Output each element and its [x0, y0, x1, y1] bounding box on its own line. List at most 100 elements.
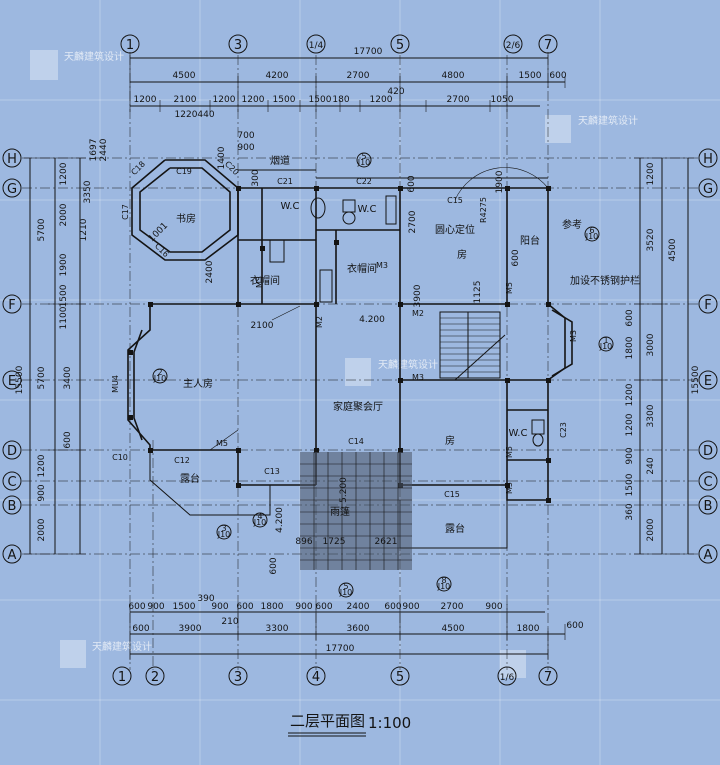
room-label: 房: [445, 434, 455, 447]
dimension-label: 1800: [625, 336, 635, 359]
dimension-label: 2000: [59, 203, 69, 226]
opening-tag: M2: [412, 309, 424, 318]
dimension-label: 2440: [99, 138, 109, 161]
dimension-label: 4500: [442, 624, 465, 634]
room-label: 房: [457, 248, 467, 261]
dimension-label: 1125: [473, 281, 483, 304]
dimension-label: 1200: [242, 95, 265, 105]
callout-label: J10: [153, 374, 167, 383]
axis-label: 2/6: [506, 41, 521, 51]
axis-label: 1: [126, 38, 134, 53]
axis-label: F: [704, 298, 711, 313]
callout-label: J10: [253, 518, 267, 527]
dimension-label: 1001: [147, 221, 170, 244]
dimension-label: 2700: [347, 71, 370, 81]
axis-label: C: [7, 475, 16, 490]
dimension-label: 4800: [442, 71, 465, 81]
room-label: W.C: [509, 428, 528, 439]
fixtures: [209, 167, 549, 451]
dimension-label: 1050: [491, 95, 514, 105]
room-label: 家庭聚会厅: [333, 400, 383, 413]
axis-label: 3: [234, 38, 242, 53]
dimension-label: 2400: [205, 260, 215, 283]
axis-label: G: [7, 182, 17, 197]
callout-label: 5: [343, 582, 348, 591]
opening-tag: C21: [277, 177, 293, 186]
room-label: 衣帽间: [347, 262, 377, 275]
room-label: R4275: [479, 197, 488, 223]
opening-tag: C16: [153, 241, 171, 259]
dimension-label: 2700: [447, 95, 470, 105]
dimension-label: 900: [237, 143, 254, 153]
dimension-label: 1500: [59, 284, 69, 307]
drawing-title: 二层平面图 1:100: [288, 712, 411, 737]
dimension-label: 1200: [370, 95, 393, 105]
axis-label: 1/6: [500, 673, 515, 683]
watermark-text: 天麟建筑设计: [378, 358, 438, 371]
dimension-label: 1200: [625, 413, 635, 436]
dimension-label: 1400: [217, 146, 227, 169]
callout-label: 4: [257, 512, 262, 521]
dimension-label: 2700: [441, 602, 464, 612]
callout-label: 1: [603, 336, 608, 345]
dimension-label: 3400: [63, 366, 73, 389]
opening-tag: M5: [505, 282, 514, 294]
dimension-label: 4.200: [275, 507, 285, 533]
dimension-label: 1200: [213, 95, 236, 105]
room-label: 阳台: [520, 234, 540, 247]
dimension-label: 600: [625, 309, 635, 326]
dimension-label: 3350: [83, 180, 93, 203]
axis-bubbles-top: 1 3 1/4 5 2/6 7: [120, 34, 558, 54]
dimension-label: 3000: [646, 333, 656, 356]
dimension-label: 600: [128, 602, 145, 612]
dimension-chains-left: 1200 2000 1900 1100 1500 5700 5700 3400 …: [15, 157, 86, 555]
dimension-label: 3520: [646, 228, 656, 251]
dimension-label: 900: [295, 602, 312, 612]
dimension-label: 900: [211, 602, 228, 612]
dimension-label: 600: [269, 557, 279, 574]
dimension-label: 1200: [646, 162, 656, 185]
dimension-label: 1697: [89, 139, 99, 162]
dimension-label: 440: [197, 110, 214, 120]
dimension-label: 5700: [37, 366, 47, 389]
room-label: 书房: [176, 212, 196, 225]
dimension-label: 2100: [174, 95, 197, 105]
room-label: W.C: [281, 201, 300, 212]
canopy-hatch: [300, 452, 412, 570]
dimension-label: 1800: [517, 624, 540, 634]
opening-tag: C10: [112, 453, 128, 462]
dimension-label: 4500: [173, 71, 196, 81]
dimension-label: 600: [63, 431, 73, 448]
axis-label: F: [8, 298, 15, 313]
axis-label: H: [7, 152, 17, 167]
dimension-label: 3300: [266, 624, 289, 634]
opening-tag: M3: [255, 276, 264, 288]
callout-label: J10: [437, 582, 451, 591]
staircase: [439, 311, 506, 381]
opening-tag: C12: [174, 456, 190, 465]
dimension-label: 420: [387, 87, 404, 97]
axis-label: 7: [544, 38, 552, 53]
dimension-label: 700: [237, 131, 254, 141]
dimension-label: 210: [221, 617, 238, 627]
dimension-label: 1210: [79, 218, 89, 241]
dimension-label: 1200: [59, 162, 69, 185]
dimension-label: 360: [625, 503, 635, 520]
dimension-label: 1220: [175, 110, 198, 120]
dimension-label: 2700: [408, 210, 418, 233]
axis-label: 7: [544, 670, 552, 685]
watermarks: 天麟建筑设计 天麟建筑设计 天麟建筑设计 天麟建筑设计: [30, 50, 638, 678]
axis-label: 2: [151, 670, 159, 685]
room-label: 烟道: [270, 154, 290, 167]
dimension-label: 900: [625, 447, 635, 464]
dimension-label: 1900: [59, 253, 69, 276]
dimension-label: 896: [295, 537, 312, 547]
dimension-label: 600: [566, 621, 583, 631]
callout-label: 3: [221, 524, 226, 533]
opening-tag: MU4: [111, 375, 120, 393]
callout-label: J10: [339, 588, 353, 597]
dimension-label: 2621: [375, 537, 398, 547]
dimension-label: 1725: [323, 537, 346, 547]
